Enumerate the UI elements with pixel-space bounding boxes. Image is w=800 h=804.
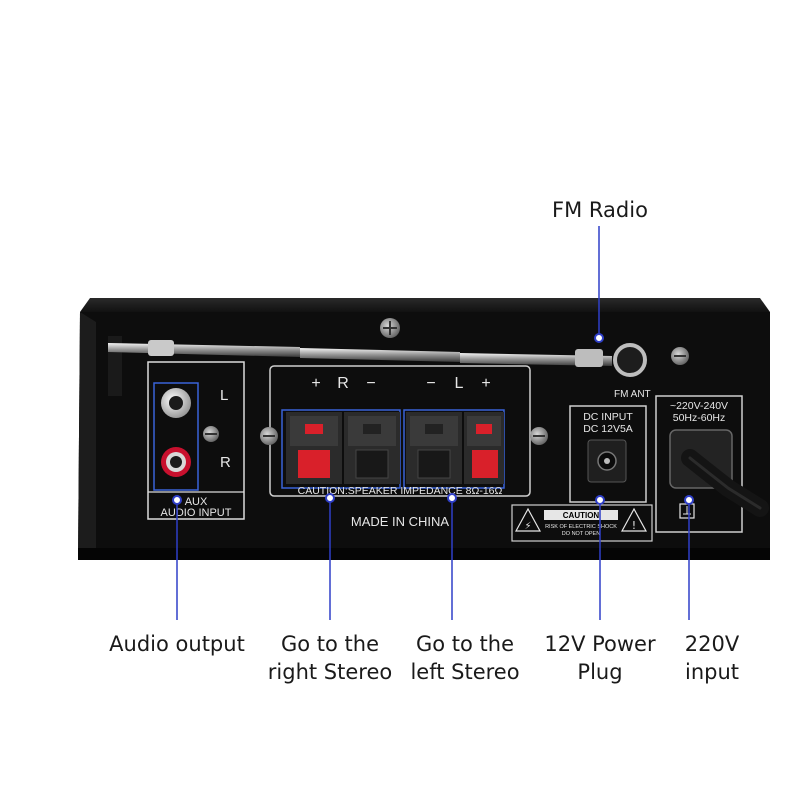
chassis-top	[80, 298, 770, 312]
callout-power-plug: 12V Power Plug	[544, 632, 656, 684]
right-channel-label: R	[337, 375, 349, 392]
callout-ac-input: 220V input	[684, 632, 740, 684]
left-channel-label: L	[455, 375, 464, 392]
chassis-bevel	[78, 312, 96, 560]
left-plus-label: +	[481, 375, 490, 392]
dc-input-line2: DC 12V5A	[583, 423, 633, 435]
caution-title: CAUTION	[563, 511, 600, 520]
terminal-left-positive	[464, 412, 504, 484]
caution-sub2: DO NOT OPEN	[562, 531, 600, 537]
fm-antenna-jack	[613, 343, 647, 377]
left-minus-label: −	[426, 375, 435, 392]
fm-antenna	[108, 336, 612, 396]
callout-left-stereo: Go to the left Stereo	[410, 632, 520, 684]
ac-input-frame	[655, 395, 743, 533]
ac-input-line2: 50Hz-60Hz	[673, 412, 726, 424]
terminal-left-negative	[406, 412, 462, 484]
rca-jack-left	[161, 388, 191, 418]
right-minus-label: −	[366, 375, 375, 392]
warning-triangle-left	[514, 507, 542, 532]
caution-sub1: RISK OF ELECTRIC SHOCK	[545, 524, 617, 530]
aux-label-l: L	[220, 387, 228, 404]
terminal-right-negative	[344, 412, 400, 484]
callout-fm-radio: FM Radio	[552, 198, 648, 222]
svg-text:⚡: ⚡	[524, 521, 531, 532]
aux-highlight-box	[153, 382, 199, 491]
rca-jack-right	[161, 447, 191, 477]
fm-ant-label: FM ANT	[614, 389, 651, 400]
caution-label	[511, 504, 653, 542]
ac-input-line1: ~220V-240V	[670, 400, 728, 412]
right-plus-label: +	[311, 375, 320, 392]
svg-text:!: !	[632, 519, 636, 532]
aux-frame	[147, 361, 245, 520]
aux-label-line1: AUX	[185, 496, 208, 508]
aux-label-r: R	[220, 454, 231, 471]
callout-right-stereo: Go to the right Stereo	[267, 632, 393, 684]
dc-input-line1: DC INPUT	[583, 411, 633, 423]
callout-audio-output: Audio output	[109, 632, 245, 656]
dc-input-frame	[569, 405, 647, 503]
leader-lines	[172, 226, 694, 620]
terminal-right-positive	[286, 412, 342, 484]
warning-triangle-right	[620, 507, 648, 532]
made-in-china: MADE IN CHINA	[351, 514, 450, 529]
chassis-bottom	[78, 548, 770, 560]
aux-label-line2: AUDIO INPUT	[161, 507, 232, 519]
